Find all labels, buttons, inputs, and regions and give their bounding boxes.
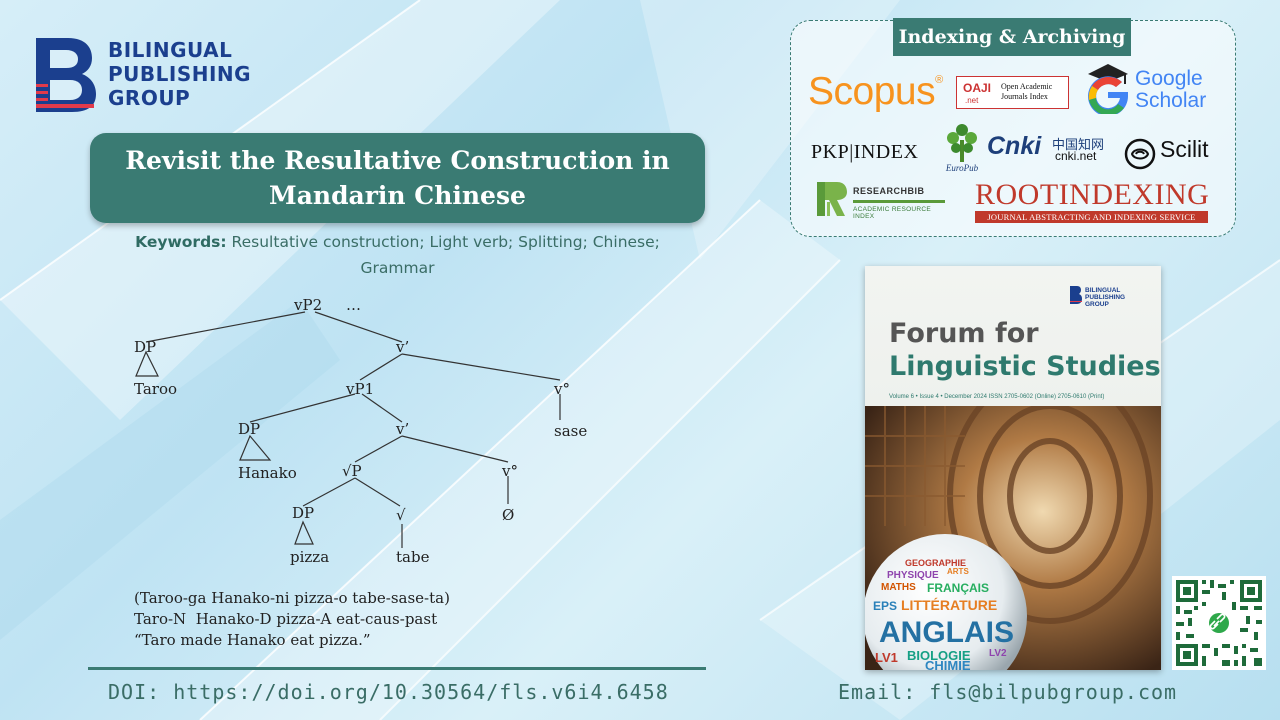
cover-word-7: LITTÉRATURE	[901, 597, 997, 613]
cover-word-1: GEOGRAPHIE	[905, 558, 966, 568]
scilit-icon	[1124, 138, 1156, 170]
scopus-reg: ®	[935, 74, 943, 86]
tree-node-dp-pizza: DP	[292, 504, 314, 522]
cover-publisher-line2: PUBLISHING	[1085, 294, 1126, 301]
gloss-line1: (Taroo-ga Hanako-ni pizza-o tabe-sase-ta…	[134, 589, 450, 607]
cover-title-line1: Forum for	[889, 318, 1039, 349]
oaji-abbr: OAJI	[963, 81, 992, 95]
cover-word-6: EPS	[873, 599, 897, 613]
cover-title-line2: Linguistic Studies	[889, 351, 1161, 382]
cover-word-3: ARTS	[947, 567, 969, 576]
indexing-title: Indexing & Archiving	[893, 18, 1131, 56]
researchbib-icon	[817, 182, 847, 216]
cover-volume: Volume 6 • Issue 4 • December 2024 ISSN …	[889, 394, 1105, 400]
publisher-logo: BILINGUAL PUBLISHING GROUP	[34, 36, 294, 116]
cover-word-10: BIOLOGIE	[907, 648, 971, 663]
tree-leaf-sase: sase	[554, 422, 587, 440]
tree-node-vp1: vP1	[345, 380, 374, 398]
article-title-line1: Revisit the Resultative Construction in	[125, 146, 670, 175]
scopus-text: Scopus	[808, 70, 936, 113]
cover-word-11: LV2	[989, 648, 1007, 659]
cnki-net: cnki.net	[1055, 149, 1097, 163]
keywords-text: Resultative construction; Light verb; Sp…	[231, 233, 660, 251]
researchbib-subtitle: ACADEMIC RESOURCE INDEX	[853, 206, 932, 220]
oaji-name: Open Academic Journals Index	[1001, 82, 1052, 102]
rootindexing-title: ROOTINDEXING	[975, 178, 1210, 211]
tree-node-sqrt: √	[396, 506, 406, 524]
tree-node-v1: v°	[553, 380, 570, 398]
cover-library-image: GEOGRAPHIE PHYSIQUE ARTS MATHS FRANÇAIS …	[865, 406, 1161, 670]
tree-node-dp-hanako: DP	[238, 420, 260, 438]
tree-node-v2: v°	[501, 462, 518, 480]
oaji-name-line1: Open Academic	[1001, 82, 1053, 91]
oaji-name-line2: Journals Index	[1001, 92, 1048, 101]
rootindexing-logo: ROOTINDEXING JOURNAL ABSTRACTING AND IND…	[975, 178, 1210, 224]
scopus-logo: Scopus®	[808, 70, 943, 114]
europub-text: EuroPub	[945, 163, 979, 173]
keywords-text-line2: Grammar	[360, 259, 435, 277]
cover-logo-icon	[1070, 286, 1082, 304]
publisher-name-line2: PUBLISHING	[108, 62, 252, 86]
scholar-text: Scholar	[1135, 89, 1207, 112]
tree-leaf-hanako: Hanako	[238, 464, 297, 482]
email-link[interactable]: Email: fls@bilpubgroup.com	[838, 680, 1178, 704]
cover-publisher: BILINGUAL PUBLISHING GROUP	[1085, 287, 1125, 308]
article-title: Revisit the Resultative Construction in …	[90, 133, 705, 223]
tree-node-dp-taroo: DP	[134, 338, 156, 356]
article-title-line2: Mandarin Chinese	[269, 181, 526, 210]
gloss-line2: Taro-N Hanako-D pizza-A eat-caus-past	[134, 610, 438, 628]
oaji-net: .net	[965, 96, 979, 105]
journal-cover: BILINGUAL PUBLISHING GROUP Forum for Lin…	[865, 266, 1161, 670]
cover-publisher-line3: GROUP	[1085, 301, 1109, 308]
tree-node-vbar1: v’	[395, 338, 409, 356]
cnki-logo: Cnki 中国知网 cnki.net	[987, 132, 1113, 164]
cover-publisher-line1: BILINGUAL	[1085, 287, 1121, 294]
publisher-name-line3: GROUP	[108, 86, 191, 110]
example-gloss: (Taroo-ga Hanako-ni pizza-o tabe-sase-ta…	[134, 588, 450, 651]
syntax-tree: vP2 … DP Taroo v’ vP1 v° sase DP Hanako …	[134, 296, 587, 566]
tree-ellipsis: …	[346, 296, 361, 314]
keywords: Keywords: Resultative construction; Ligh…	[90, 229, 705, 281]
tree-node-vp2: vP2	[293, 296, 322, 314]
cover-word-5: FRANÇAIS	[927, 581, 989, 595]
rootindexing-subtitle: JOURNAL ABSTRACTING AND INDEXING SERVICE	[975, 211, 1208, 223]
scilit-logo: Scilit	[1124, 136, 1224, 170]
tree-leaf-tabe: tabe	[396, 548, 430, 566]
google-scholar-icon	[1088, 64, 1129, 114]
scilit-text: Scilit	[1160, 136, 1209, 162]
publisher-name: BILINGUAL PUBLISHING GROUP	[108, 38, 251, 110]
cover-word-4: MATHS	[881, 582, 916, 593]
footer-divider	[88, 667, 706, 670]
cover-word-9: LV1	[875, 650, 898, 665]
publisher-logo-mark-icon	[36, 38, 96, 112]
gloss-line3: “Taro made Hanako eat pizza.”	[134, 631, 371, 649]
oaji-logo: OAJI .net Open Academic Journals Index	[956, 76, 1069, 109]
cnki-text: Cnki	[987, 132, 1042, 160]
europub-logo-icon: EuroPub	[945, 124, 979, 173]
researchbib-name: RESEARCHBIB	[853, 186, 925, 196]
researchbib-logo: RESEARCHBIB ACADEMIC RESOURCE INDEX	[815, 180, 947, 220]
tree-node-vbar2: v’	[395, 420, 409, 438]
publisher-name-line1: BILINGUAL	[108, 38, 233, 62]
cover-word-12: CHIMIE	[925, 658, 971, 670]
keywords-label: Keywords:	[135, 233, 227, 251]
qr-code[interactable]	[1172, 576, 1266, 670]
pkp-index-logo: PKP|INDEX	[811, 141, 919, 163]
researchbib-bar	[853, 200, 945, 203]
cover-word-8: ANGLAIS	[879, 616, 1014, 649]
doi-link[interactable]: DOI: https://doi.org/10.30564/fls.v6i4.6…	[108, 680, 669, 704]
tree-leaf-taroo: Taroo	[134, 380, 177, 398]
tree-node-rootp: √P	[342, 462, 362, 480]
tree-leaf-null: Ø	[502, 506, 514, 524]
cover-word-2: PHYSIQUE	[887, 570, 939, 581]
google-scholar-text: Google Scholar	[1135, 68, 1206, 112]
google-text: Google	[1135, 67, 1203, 90]
tree-leaf-pizza: pizza	[290, 548, 329, 566]
cnki-chinese: 中国知网	[1052, 138, 1105, 153]
